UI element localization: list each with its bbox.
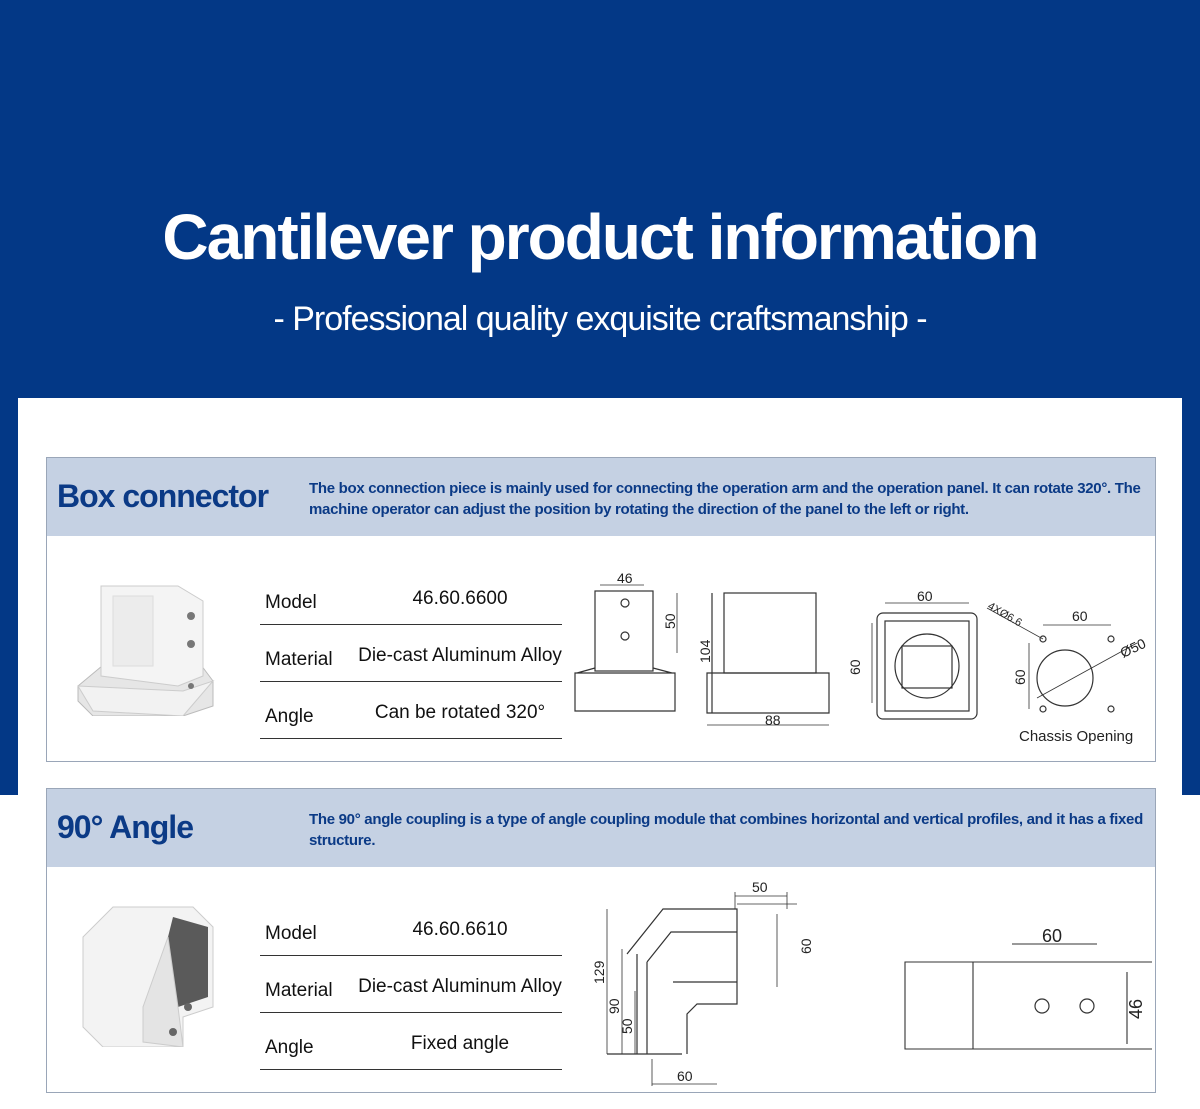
svg-text:Ø50: Ø50 [1118,635,1149,661]
section-title: 90° Angle [57,809,194,845]
spec-label: Angle [265,1037,314,1058]
spec-row: Model 46.60.6610 [260,899,562,956]
svg-text:46: 46 [1126,999,1146,1019]
spec-value: 46.60.6610 [412,919,508,940]
svg-text:60: 60 [1072,608,1088,624]
page-title: Cantilever product information [162,201,1039,273]
box-connector-section: Box connector The box connection piece i… [46,457,1156,762]
page-subtitle: - Professional quality exquisite craftsm… [273,300,927,338]
spec-label: Material [265,980,333,1001]
svg-text:104: 104 [697,639,713,663]
spec-value: Fixed angle [410,1033,510,1054]
section-title: Box connector [57,478,269,514]
svg-text:90: 90 [606,998,622,1014]
svg-text:60: 60 [1012,669,1028,685]
spec-value: Die-cast Aluminum Alloy [358,645,562,666]
angle-drawing: 50 60 129 90 50 60 60 46 [591,879,1152,1086]
svg-text:60: 60 [917,588,933,604]
spec-row: Angle Can be rotated 320° [260,682,562,739]
svg-text:60: 60 [677,1068,693,1084]
svg-text:50: 50 [662,613,678,629]
spec-row: Model 46.60.6600 [260,568,562,625]
angle-photo [82,906,214,1047]
spec-label: Material [265,649,333,670]
svg-text:88: 88 [765,712,781,728]
chassis-opening-label: Chassis Opening [1019,728,1133,745]
svg-text:50: 50 [752,879,768,895]
angle-section: 90° Angle The 90° angle coupling is a ty… [46,788,1156,1093]
section-description: The 90° angle coupling is a type of angl… [309,811,1143,849]
svg-text:129: 129 [591,960,607,984]
svg-text:60: 60 [1042,926,1062,946]
spec-label: Model [265,592,317,613]
box-connector-photo [77,585,215,716]
spec-row: Material Die-cast Aluminum Alloy [260,956,562,1013]
spec-row: Angle Fixed angle [260,1013,562,1070]
svg-text:60: 60 [847,659,863,675]
spec-value: 46.60.6600 [412,588,508,609]
spec-value: Can be rotated 320° [374,702,546,723]
svg-text:46: 46 [617,570,633,586]
spec-table: Model 46.60.6610 Material Die-cast Aluminu… [260,899,562,1070]
section-description: The box connection piece is mainly used … [309,480,1141,518]
spec-value: Die-cast Aluminum Alloy [358,976,562,997]
section-header: 90° Angle The 90° angle coupling is a ty… [47,789,1155,867]
box-connector-drawing: 46 50 104 88 60 60 60 60 4XØ6.6 Ø50 Chas… [574,570,1149,745]
svg-text:4XØ6.6: 4XØ6.6 [986,600,1024,629]
spec-label: Angle [265,706,314,727]
spec-row: Material Die-cast Aluminum Alloy [260,625,562,682]
svg-text:50: 50 [619,1018,635,1034]
spec-label: Model [265,923,317,944]
section-header: Box connector The box connection piece i… [47,458,1155,536]
svg-text:60: 60 [798,938,814,954]
spec-table: Model 46.60.6600 Material Die-cast Aluminu… [260,568,562,739]
